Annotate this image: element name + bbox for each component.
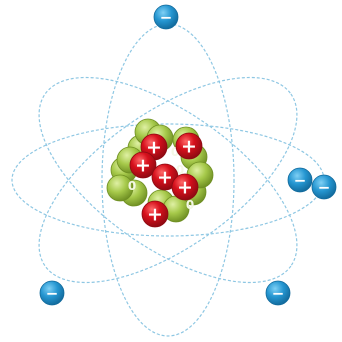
proton: + bbox=[176, 133, 202, 159]
proton: + bbox=[172, 174, 198, 200]
neutron-zero-icon: 0 bbox=[128, 179, 136, 193]
electron-minus-icon: − bbox=[46, 285, 59, 303]
proton: + bbox=[142, 201, 168, 227]
electron-minus-icon: − bbox=[272, 285, 285, 303]
electron-minus-icon: − bbox=[160, 9, 173, 27]
proton-plus-icon: + bbox=[157, 167, 173, 189]
electron-minus-icon: − bbox=[294, 172, 307, 190]
proton-plus-icon: + bbox=[181, 136, 197, 158]
proton-plus-icon: + bbox=[177, 177, 193, 199]
electron: − bbox=[288, 168, 312, 192]
electron: − bbox=[266, 281, 290, 305]
electron: − bbox=[154, 5, 178, 29]
proton-plus-icon: + bbox=[147, 204, 163, 226]
electron: − bbox=[312, 175, 336, 199]
proton-plus-icon: + bbox=[135, 155, 151, 177]
electron: − bbox=[40, 281, 64, 305]
nucleus: 000000++++++ bbox=[107, 119, 213, 227]
electron-minus-icon: − bbox=[318, 179, 331, 197]
